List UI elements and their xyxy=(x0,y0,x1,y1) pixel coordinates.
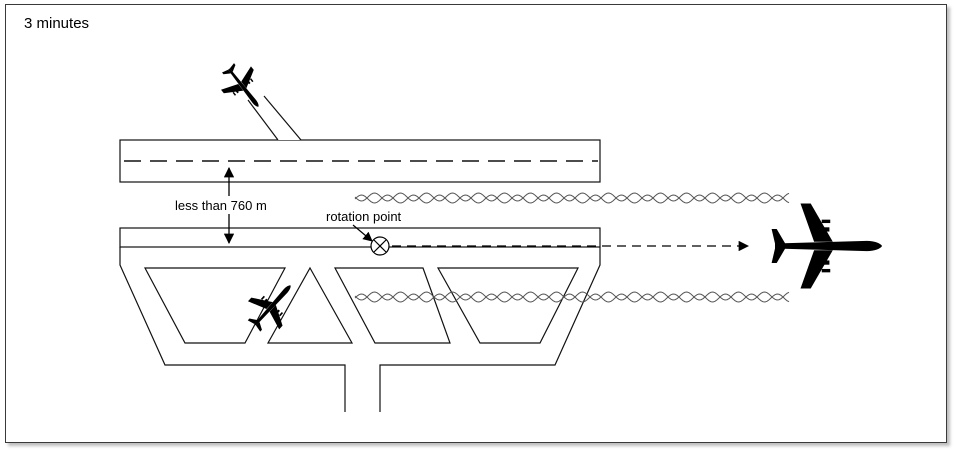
rotation-point: rotation point xyxy=(326,209,750,256)
separation-indicator: less than 760 m xyxy=(170,166,280,245)
diagram-frame xyxy=(5,4,947,443)
upper-runway xyxy=(119,139,601,183)
departing-aircraft xyxy=(771,203,883,289)
lower-runway xyxy=(119,227,601,412)
rotation-point-label: rotation point xyxy=(326,209,402,224)
wake-turbulence-icon xyxy=(354,192,790,303)
airplane-icon xyxy=(238,271,307,341)
airplane-icon xyxy=(771,203,883,289)
rotation-point-marker-icon xyxy=(370,236,390,256)
taxiway-islands xyxy=(144,266,579,344)
taxiing-aircraft-middle xyxy=(238,271,307,341)
separation-label: less than 760 m xyxy=(175,198,267,213)
upper-taxiway xyxy=(240,95,302,141)
diagram-title: 3 minutes xyxy=(24,15,90,32)
